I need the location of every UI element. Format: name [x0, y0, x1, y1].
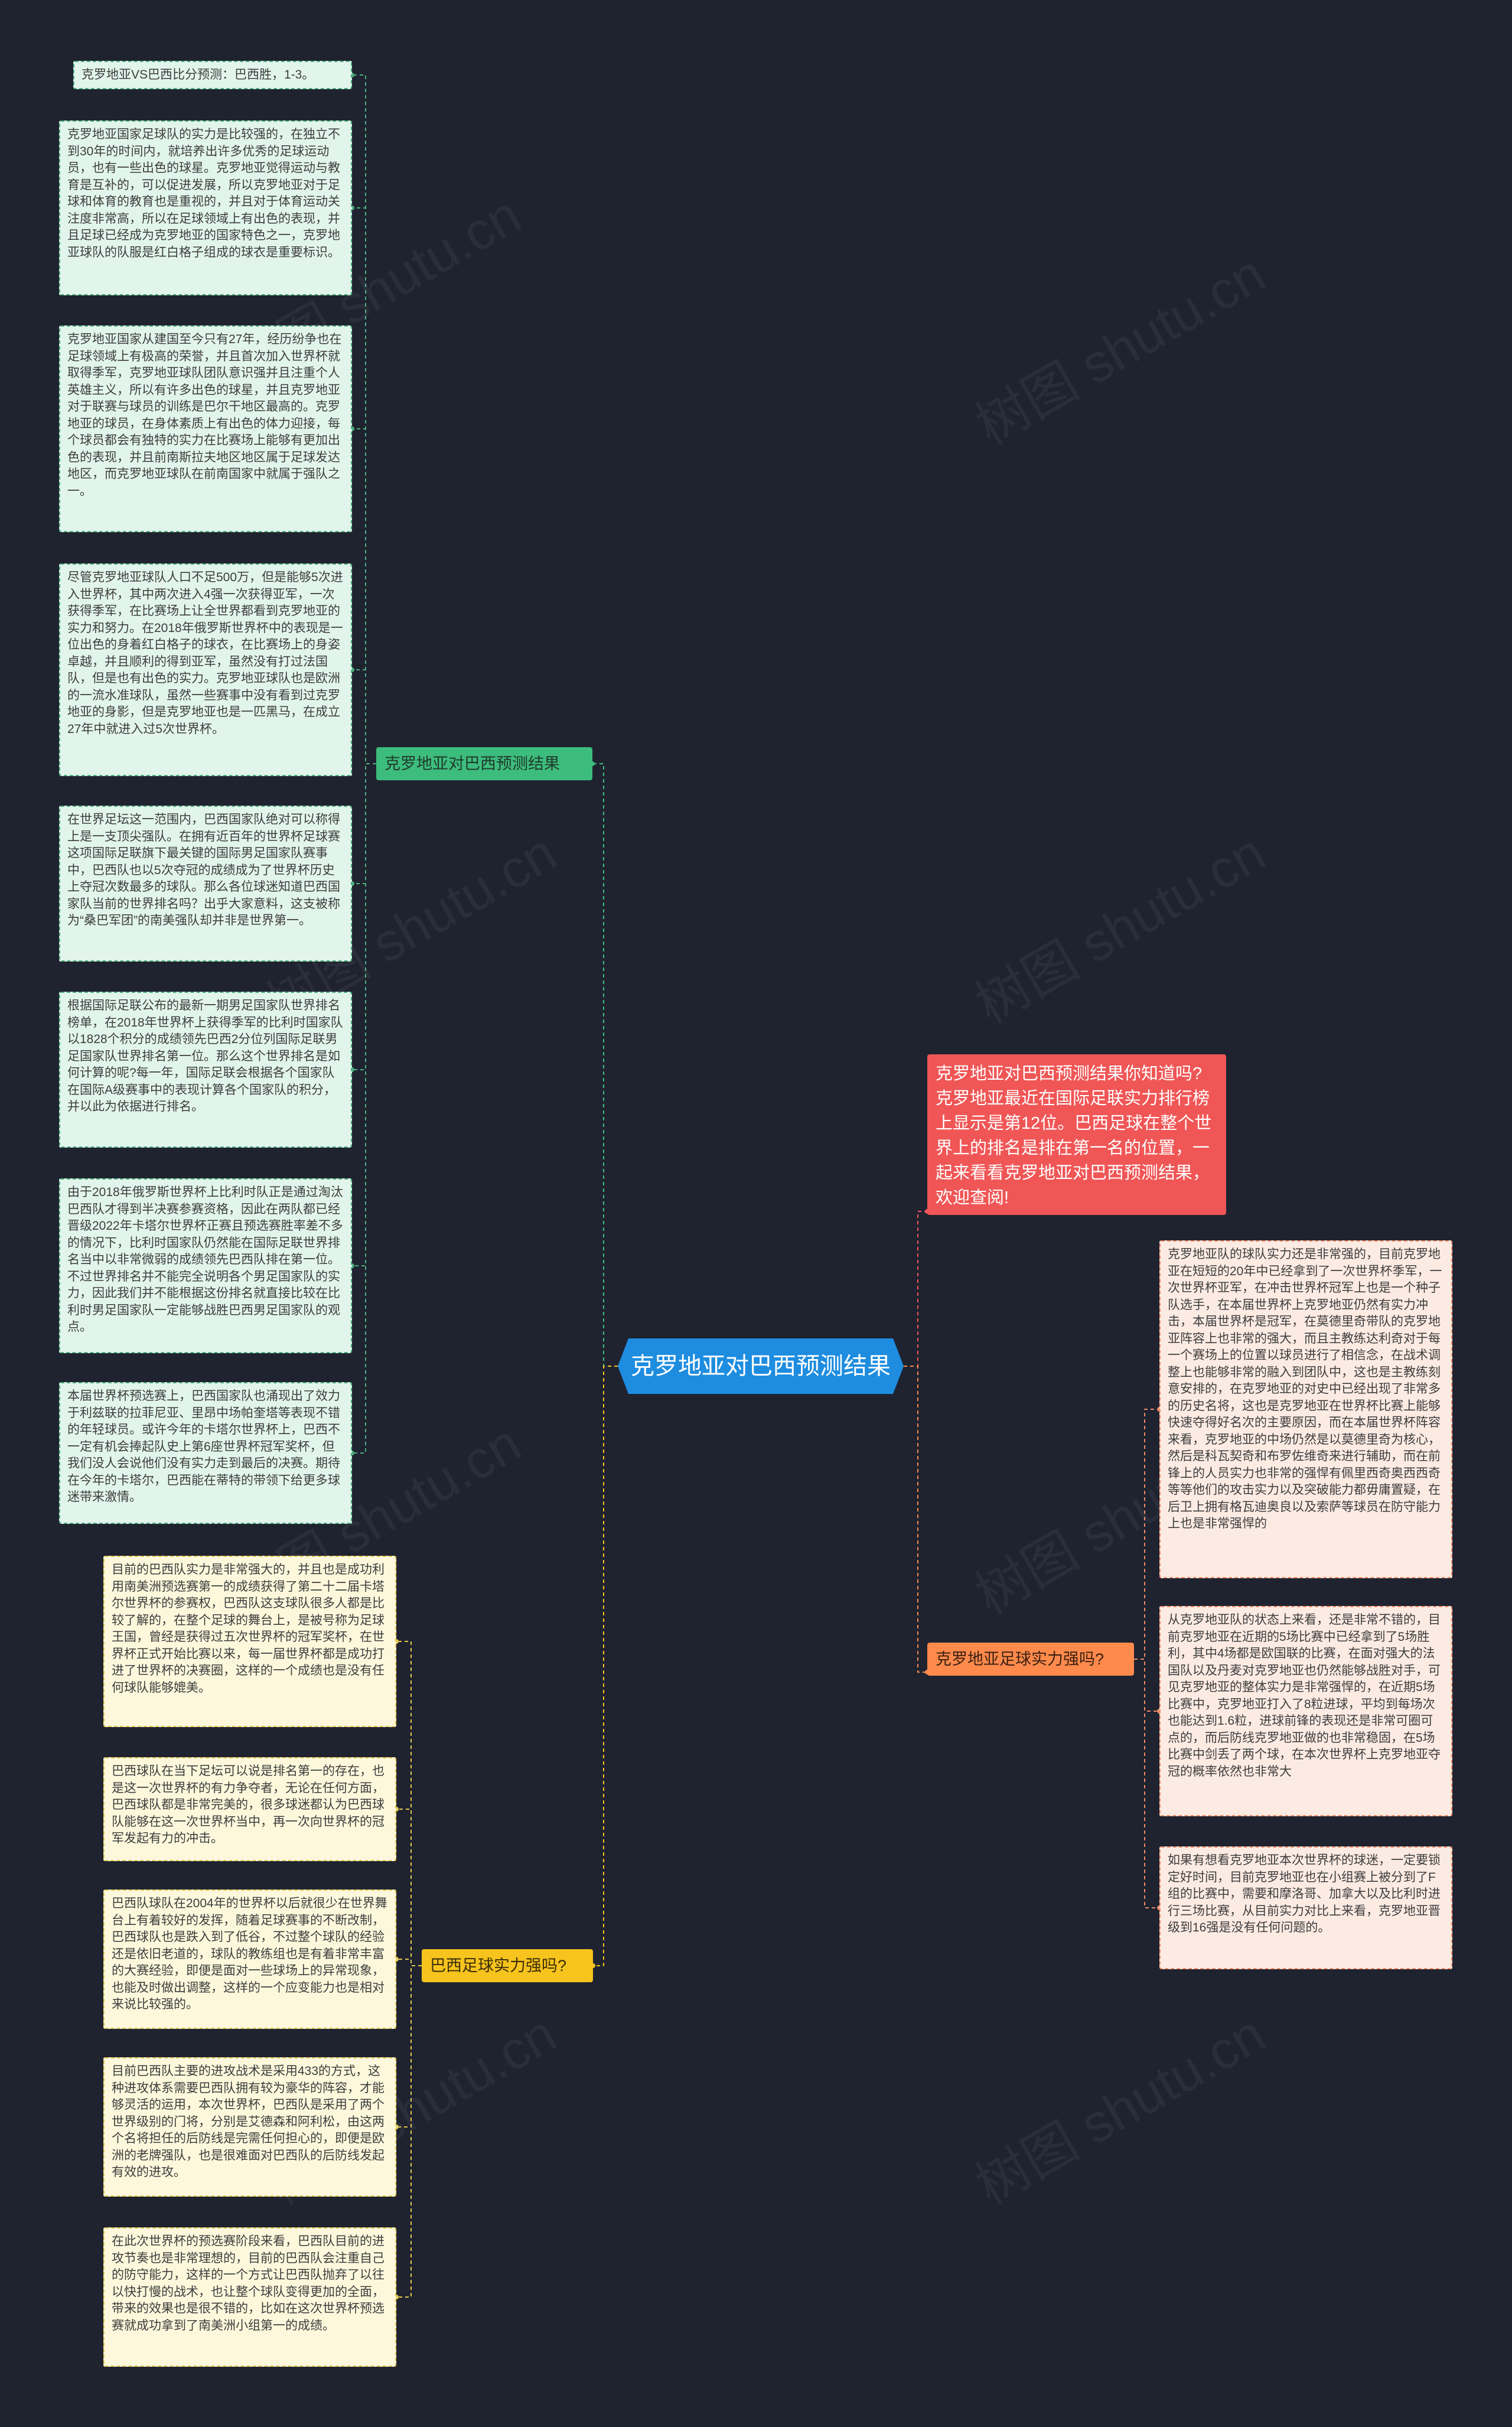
leaf-young-players: 本届世界杯预选赛上，巴西国家队也涌现出了效力于利兹联的拉菲尼亚、里昂中场帕奎塔等…	[59, 1382, 352, 1524]
branch-prediction-result[interactable]: 克罗地亚对巴西预测结果	[376, 747, 592, 780]
leaf-croatia-strength: 克罗地亚国家足球队的实力是比较强的，在独立不到30年的时间内，就培养出许多优秀的…	[59, 120, 352, 295]
central-topic[interactable]: 克罗地亚对巴西预测结果	[618, 1338, 904, 1394]
branch-to-leaf-connector	[1134, 1659, 1159, 1712]
leaf-brazil-qualifier: 目前的巴西队实力是非常强大的，并且也是成功利用南美洲预选赛第一的成绩获得了第二十…	[103, 1556, 396, 1727]
branch-to-leaf-connector	[352, 74, 376, 764]
leaf-brazil-tactics: 目前巴西队主要的进攻战术是采用433的方式，这种进攻体系需要巴西队拥有较为豪华的…	[103, 2057, 396, 2197]
leaf-brazil-defense: 在此次世界杯的预选赛阶段来看，巴西队目前的进攻节奏也是非常理想的，目前的巴西队会…	[103, 2227, 396, 2367]
intro-node[interactable]: 克罗地亚对巴西预测结果你知道吗?克罗地亚最近在国际足联实力排行榜上显示是第12位…	[927, 1054, 1226, 1215]
central-to-branch-connector	[904, 1211, 927, 1367]
branch-brazil-strength[interactable]: 巴西足球实力强吗?	[422, 1949, 593, 1982]
branch-to-leaf-connector	[352, 207, 376, 764]
branch-to-leaf-connector	[396, 1641, 422, 1966]
central-to-branch-connector	[593, 1366, 618, 1966]
leaf-brazil-contender: 巴西球队在当下足坛可以说是排名第一的存在，也是这一次世界杯的有力争夺者，无论在任…	[103, 1757, 396, 1861]
branch-to-leaf-connector	[396, 1959, 422, 1966]
branch-to-leaf-connector	[396, 1809, 422, 1966]
leaf-prediction-score: 克罗地亚VS巴西比分预测：巴西胜，1-3。	[73, 61, 352, 89]
branch-to-leaf-connector	[352, 669, 376, 764]
branch-to-leaf-connector	[352, 763, 376, 1266]
leaf-croatia-history: 克罗地亚国家从建国至今只有27年，经历纷争也在足球领域上有极高的荣誉，并且首次加…	[59, 325, 352, 532]
branch-to-leaf-connector	[1134, 1409, 1159, 1660]
leaf-fifa-ranking: 根据国际足联公布的最新一期男足国家队世界排名榜单，在2018年世界杯上获得季军的…	[59, 992, 352, 1148]
leaf-brazil-experience: 巴西队球队在2004年的世界杯以后就很少在世界舞台上有着较好的发挥，随着足球赛事…	[103, 1890, 396, 2029]
leaf-belgium-brazil: 由于2018年俄罗斯世界杯上比利时队正是通过淘汰巴西队才得到半决赛参赛资格，因此…	[59, 1178, 352, 1353]
leaf-brazil-top-team: 在世界足坛这一范围内，巴西国家队绝对可以称得上是一支顶尖强队。在拥有近百年的世界…	[59, 806, 352, 962]
branch-to-leaf-connector	[352, 763, 376, 884]
branch-to-leaf-connector	[352, 763, 376, 1070]
leaf-croatia-worldcup: 尽管克罗地亚球队人口不足500万，但是能够5次进入世界杯，其中两次进入4强一次获…	[59, 563, 352, 776]
branch-croatia-strength[interactable]: 克罗地亚足球实力强吗?	[927, 1643, 1134, 1676]
branch-to-leaf-connector	[396, 1965, 422, 2128]
leaf-croatia-form: 从克罗地亚队的状态上来看，还是非常不错的，目前克罗地亚在近期的5场比赛中已经拿到…	[1159, 1606, 1452, 1816]
branch-to-leaf-connector	[352, 428, 376, 764]
central-to-branch-connector	[592, 763, 618, 1367]
branch-to-leaf-connector	[1134, 1659, 1159, 1908]
branch-to-leaf-connector	[352, 763, 376, 1454]
central-to-branch-connector	[904, 1366, 927, 1673]
leaf-croatia-lineup: 克罗地亚队的球队实力还是非常强的，目前克罗地亚在短短的20年中已经拿到了一次世界…	[1159, 1240, 1452, 1578]
branch-to-leaf-connector	[396, 1965, 422, 2298]
leaf-croatia-group: 如果有想看克罗地亚本次世界杯的球迷，一定要锁定好时间，目前克罗地亚也在小组赛上被…	[1159, 1846, 1452, 1969]
